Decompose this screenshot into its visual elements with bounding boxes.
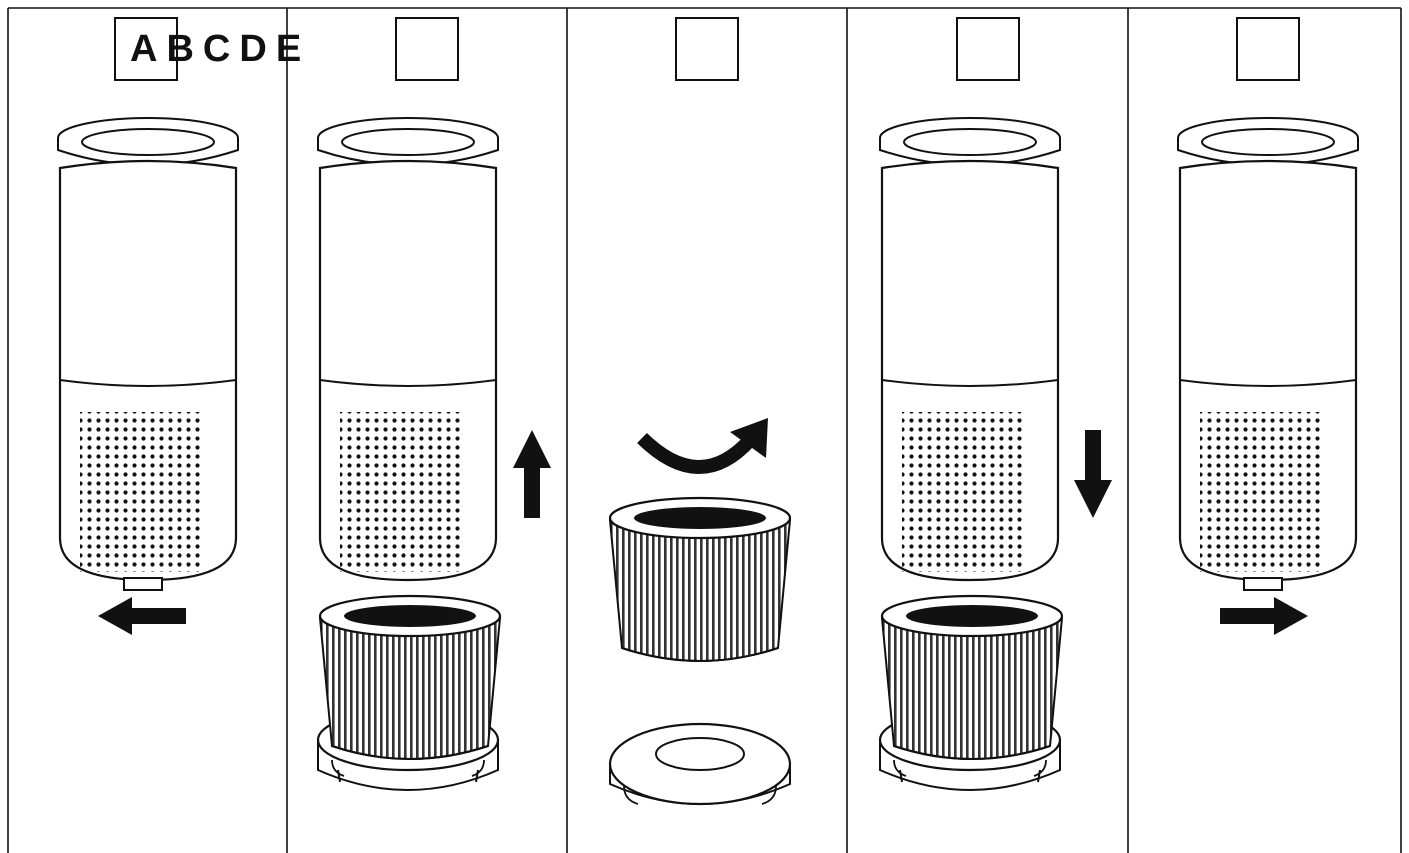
- purifier-unit: [878, 116, 1062, 582]
- filter-cartridge: [608, 496, 792, 663]
- base-ring: [608, 722, 792, 806]
- step-box-1: [114, 17, 178, 81]
- arrow-up-icon: [513, 430, 551, 518]
- release-latch: [1243, 577, 1283, 591]
- rotate-arrow-icon: [637, 418, 768, 474]
- panel-3: [608, 418, 792, 806]
- filter-cartridge: [880, 594, 1064, 761]
- step-letter: D: [239, 28, 268, 70]
- step-letter: C: [202, 28, 232, 70]
- step-letter: E: [275, 28, 303, 70]
- step-letter: A: [130, 28, 159, 70]
- panel-1: [56, 116, 240, 635]
- arrow-left-icon: [98, 597, 186, 635]
- step-box-3: [675, 17, 739, 81]
- step-letter: B: [166, 28, 195, 70]
- step-box-5: [1236, 17, 1300, 81]
- purifier-unit: [316, 116, 500, 582]
- filter-cartridge: [318, 594, 502, 761]
- panel-2: [316, 116, 551, 792]
- arrow-down-icon: [1074, 430, 1112, 518]
- purifier-unit: [56, 116, 240, 582]
- step-box-2: [395, 17, 459, 81]
- panel-4: [878, 116, 1112, 792]
- purifier-unit: [1176, 116, 1360, 582]
- step-box-4: [956, 17, 1020, 81]
- step-boxes: [114, 17, 1300, 81]
- panel-frame: [7, 7, 1402, 853]
- release-latch: [123, 577, 163, 591]
- panel-5: [1176, 116, 1360, 635]
- arrow-right-icon: [1220, 597, 1308, 635]
